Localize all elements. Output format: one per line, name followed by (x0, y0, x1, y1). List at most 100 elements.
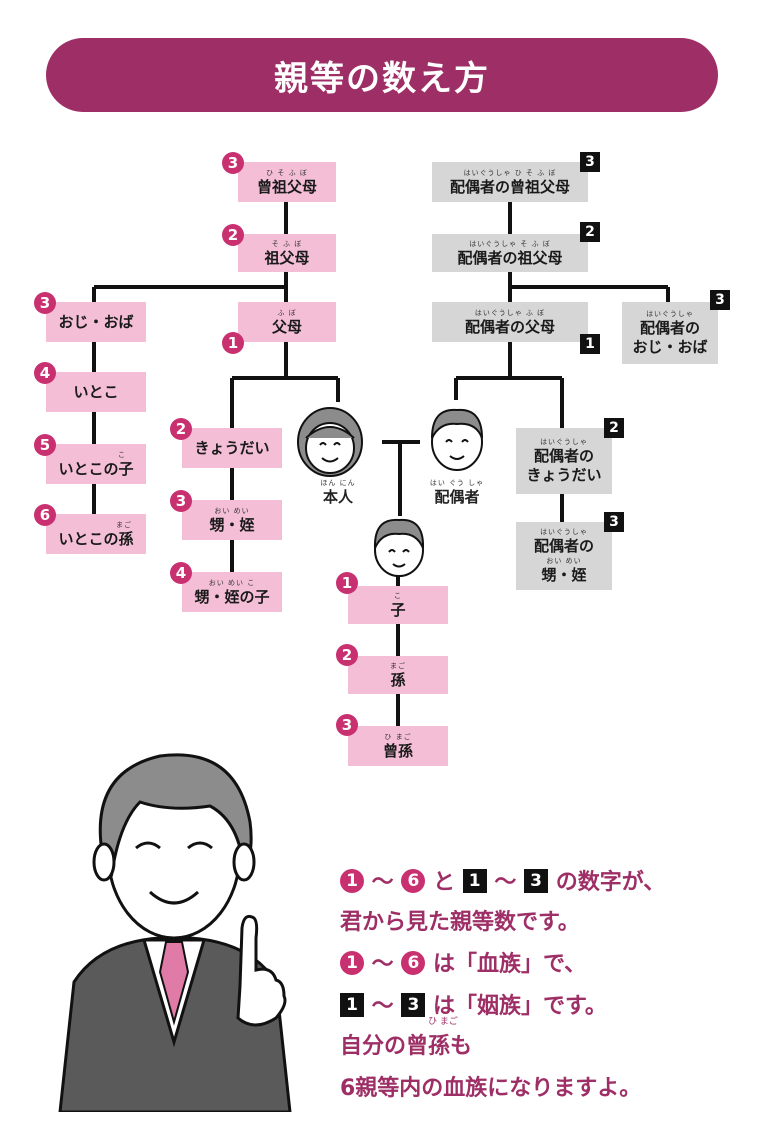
box-label: 甥・姪 (209, 515, 255, 534)
degree-badge: 3 (710, 290, 730, 310)
box-uncle-aunt: おじ・おば (46, 302, 146, 342)
degree-badge: 6 (34, 504, 56, 526)
box-label-line2: きょうだい (526, 466, 602, 484)
ruby-text: おい めい こ (208, 578, 256, 587)
ruby-text: こ (118, 450, 126, 459)
page-title: 親等の数え方 (274, 58, 490, 99)
child-face-icon (373, 518, 425, 577)
box-label: いとこの子 (58, 459, 134, 478)
degree-badge: 3 (604, 512, 624, 532)
ruby-text: はいぐうしゃ (540, 438, 588, 447)
degree-badge: 3 (580, 152, 600, 172)
box-label-line1: 配偶者の (639, 319, 700, 338)
degree-badge: 3 (222, 152, 244, 174)
tilde: ～ (371, 952, 394, 977)
box-label: いとこ (73, 382, 119, 401)
box-label: 父母 (271, 317, 302, 336)
self-name: 本人 (322, 488, 353, 506)
box-parents: ふ ぼ 父母 (238, 302, 336, 342)
box-child: こ 子 (348, 586, 448, 624)
box-nephew-niece-child: おい めい こ 甥・姪の子 (182, 572, 282, 612)
square-number-icon: 3 (401, 993, 426, 1017)
box-label: 祖父母 (264, 248, 310, 267)
box-label: 孫 (390, 670, 406, 689)
degree-badge: 3 (170, 490, 192, 512)
degree-badge: 2 (604, 418, 624, 438)
note-text: と (433, 870, 456, 895)
ruby-text: はい ぐう しゃ (429, 479, 485, 487)
ruby-text: まご (116, 520, 132, 529)
note-line-6: 6親等内の血族になりますよ。 (340, 1076, 642, 1101)
degree-badge: 4 (170, 562, 192, 584)
box-label: 甥・姪の子 (194, 587, 270, 606)
box-label: おじ・おば (58, 312, 134, 331)
note-line-5: 自分の曾孫も (340, 1034, 473, 1059)
ruby-text: そ ふ ぼ (271, 239, 303, 248)
ruby-text: ふ ぼ (277, 308, 297, 317)
tilde: ～ (371, 870, 394, 895)
degree-badge: 1 (336, 572, 358, 594)
box-siblings: きょうだい (182, 428, 282, 468)
box-label: 曾孫 (382, 741, 413, 760)
box-nephew-niece: おい めい 甥・姪 (182, 500, 282, 540)
note-line-3: 1 ～ 6 は「血族」で、 (340, 946, 586, 978)
box-spouse-uncle-aunt: はいぐうしゃ 配偶者の おじ・おば (622, 302, 718, 364)
ruby-text: ひ そ ふ ぼ (266, 168, 308, 177)
ruby-text: おい めい (546, 557, 582, 565)
box-great-grandchild: ひ まご 曾孫 (348, 726, 448, 766)
note-line-1: 1 ～ 6 と 1 ～ 3 の数字が、 (340, 864, 665, 896)
degree-badge: 2 (580, 222, 600, 242)
box-label-line1: 配偶者の (533, 537, 594, 556)
note-line-2: 君から見た親等数です。 (340, 910, 580, 935)
box-label-line2: おじ・おば (632, 338, 708, 356)
ruby-text: おい めい (214, 506, 250, 515)
circle-number-icon: 1 (340, 869, 364, 893)
square-number-icon: 1 (462, 869, 487, 893)
tilde: ～ (371, 994, 394, 1019)
square-number-icon: 1 (340, 993, 364, 1017)
degree-badge: 1 (222, 332, 244, 354)
box-spouse-parents: はいぐうしゃ ふ ぼ 配偶者の父母 (432, 302, 588, 342)
spouse-name: 配偶者 (434, 488, 480, 506)
degree-badge: 1 (580, 334, 600, 354)
note-text: は「血族」で、 (433, 952, 587, 977)
box-label: 配偶者の父母 (464, 317, 555, 336)
box-great-grandparents: ひ そ ふ ぼ 曾祖父母 (238, 162, 336, 202)
box-grandchild: まご 孫 (348, 656, 448, 694)
degree-badge: 5 (34, 434, 56, 456)
circle-number-icon: 6 (401, 869, 426, 893)
ruby-text: はいぐうしゃ ふ ぼ (474, 308, 546, 317)
circle-number-icon: 1 (340, 951, 364, 975)
box-cousin-child: こ いとこの子 (46, 444, 146, 484)
box-label-line1: 配偶者の (533, 447, 594, 466)
spouse-face-icon (431, 408, 483, 471)
box-label: いとこの孫 (58, 529, 134, 548)
degree-badge: 2 (336, 644, 358, 666)
ruby-text: ひ まご (384, 732, 412, 741)
box-label-line2: 甥・姪 (541, 566, 587, 584)
box-label: 配偶者の祖父母 (457, 248, 563, 267)
tilde: ～ (494, 870, 517, 895)
box-label: 配偶者の曾祖父母 (449, 177, 570, 196)
box-label: 子 (390, 600, 406, 619)
box-label: 曾祖父母 (256, 177, 317, 196)
ruby-text: ひ まご (428, 1017, 458, 1027)
spouse-label: はい ぐう しゃ 配偶者 (420, 478, 494, 506)
box-grandparents: そ ふ ぼ 祖父母 (238, 234, 336, 272)
businessman-illustration (58, 753, 292, 1112)
ruby-text: はいぐうしゃ (646, 310, 694, 319)
ruby-text: はいぐうしゃ そ ふ ぼ (469, 239, 551, 248)
ruby-text: こ (394, 591, 402, 600)
self-label: ほん にん 本人 (308, 478, 368, 506)
ruby-text: はいぐうしゃ ひ そ ふ ぼ (463, 168, 557, 177)
box-cousin: いとこ (46, 372, 146, 412)
box-spouse-nephew-niece: はいぐうしゃ 配偶者の おい めい 甥・姪 (516, 522, 612, 590)
degree-badge: 3 (336, 714, 358, 736)
degree-badge: 3 (34, 292, 56, 314)
box-spouse-siblings: はいぐうしゃ 配偶者の きょうだい (516, 428, 612, 494)
box-spouse-great-grandparents: はいぐうしゃ ひ そ ふ ぼ 配偶者の曾祖父母 (432, 162, 588, 202)
box-spouse-grandparents: はいぐうしゃ そ ふ ぼ 配偶者の祖父母 (432, 234, 588, 272)
circle-number-icon: 6 (401, 951, 426, 975)
box-cousin-grandchild: まご いとこの孫 (46, 514, 146, 554)
